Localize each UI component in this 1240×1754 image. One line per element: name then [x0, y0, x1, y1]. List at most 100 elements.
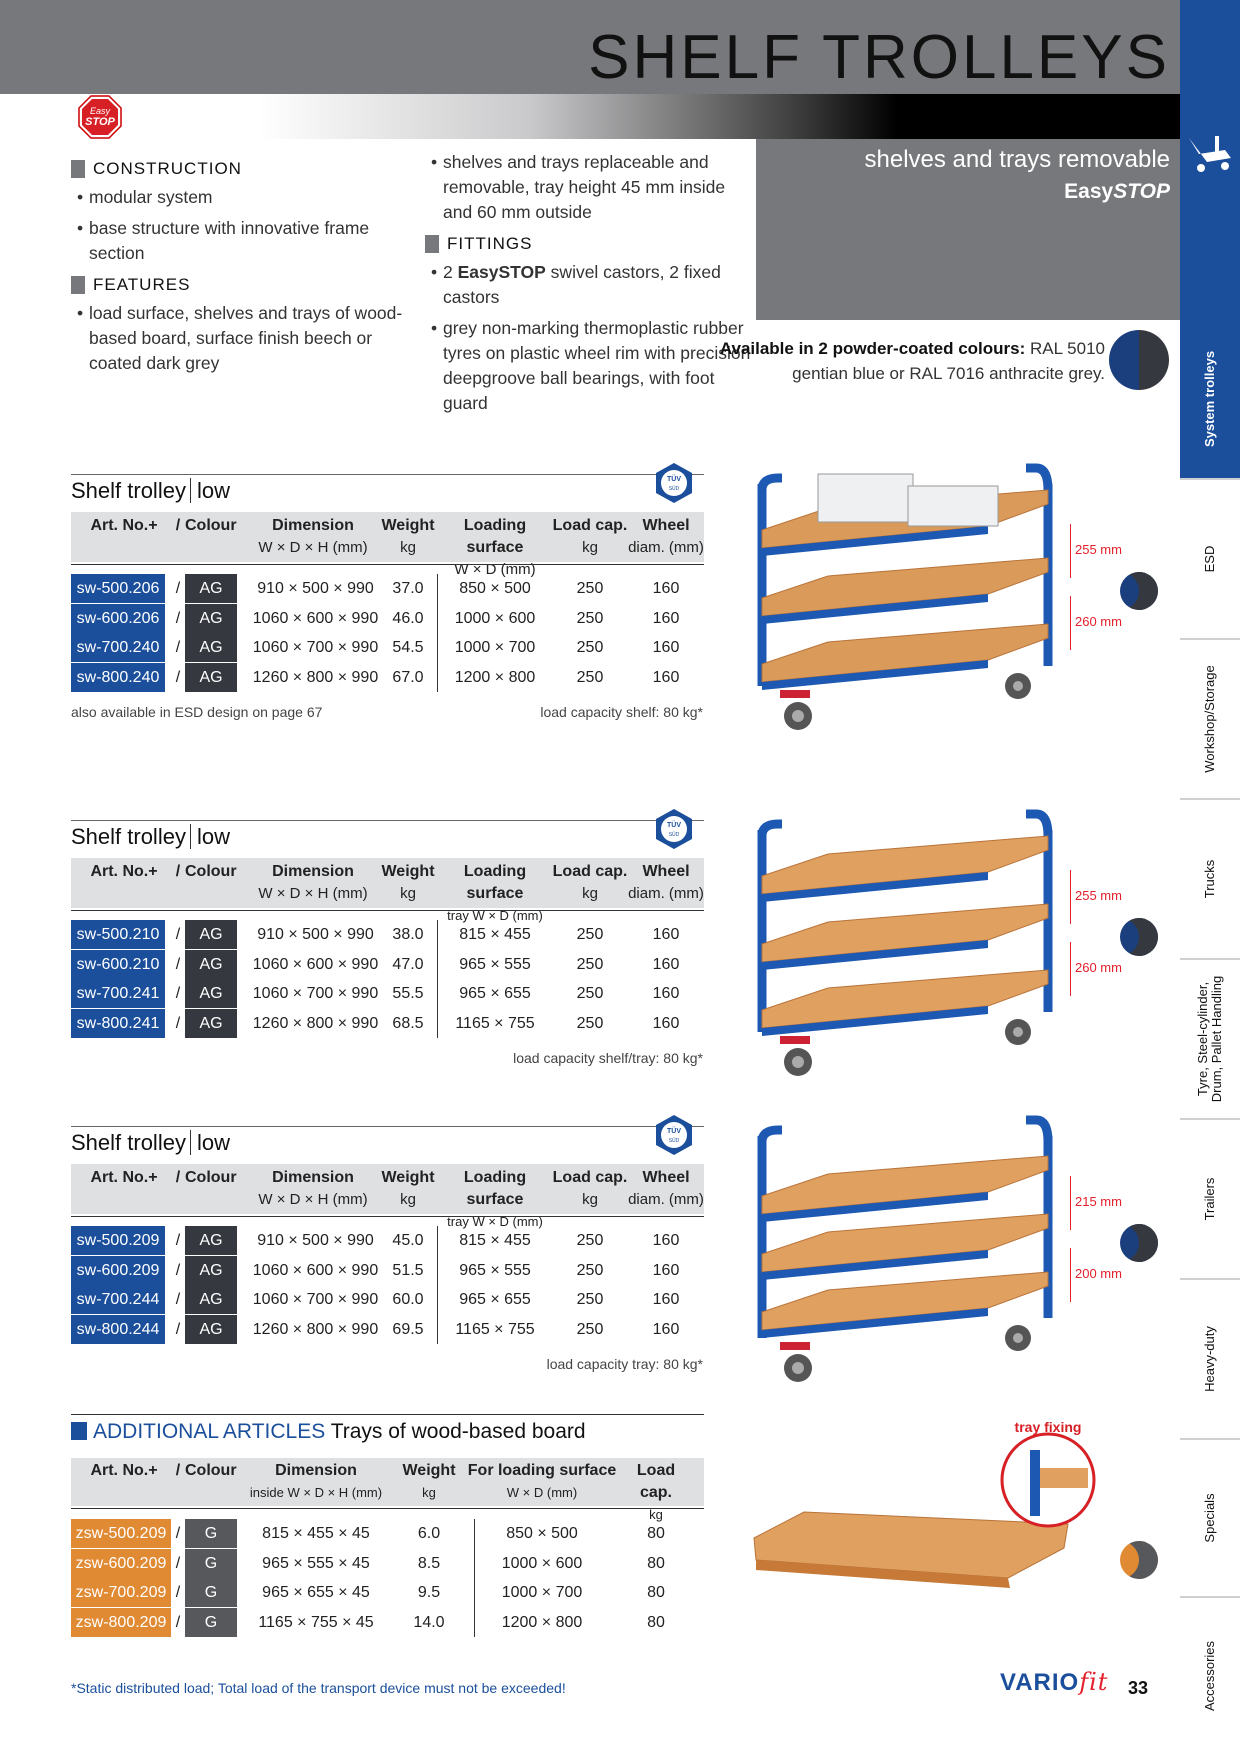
weight-cell: 51.5: [392, 1261, 424, 1279]
dimension-label: 255 mm: [1075, 888, 1122, 903]
dimension-arrow: [1070, 870, 1071, 924]
dimension-cell: 1060 × 700 × 990: [252, 1291, 379, 1308]
colour-swatch-icon: [1120, 1541, 1158, 1579]
addl-title: ADDITIONAL ARTICLES Trays of wood-based …: [71, 1420, 586, 1444]
load-cap-cell: 250: [576, 639, 604, 656]
load-cap-cell: 80: [647, 1554, 665, 1572]
colour-swatch-icon: [1120, 918, 1158, 956]
weight-cell: 60.0: [392, 1291, 424, 1308]
header-underline: [71, 1216, 704, 1217]
dimension-cell: 1260 × 800 × 990: [252, 1320, 379, 1338]
table-note-right: load capacity tray: 80 kg*: [546, 1356, 703, 1372]
svg-text:TÜV: TÜV: [667, 1126, 681, 1135]
svg-text:Easy: Easy: [90, 106, 111, 116]
wheel-cell: 160: [652, 580, 680, 597]
trolley-illustration: [757, 1115, 1053, 1382]
svg-text:SÜD: SÜD: [669, 1137, 680, 1144]
tuv-badge-icon: TÜV SÜD: [656, 1115, 692, 1155]
art-no-cell: sw-800.244: [71, 1314, 165, 1344]
dimension-cell: 1060 × 600 × 990: [252, 609, 379, 627]
wheel-cell: 160: [652, 1320, 680, 1338]
slash-cell: /: [175, 955, 181, 973]
art-no-cell: sw-500.209: [71, 1226, 165, 1255]
trolley-illustration: [757, 809, 1053, 1076]
art-no-cell: sw-800.241: [71, 1008, 165, 1038]
tab-trailers[interactable]: Trailers: [1180, 1118, 1240, 1278]
load-cap-cell: 250: [576, 1232, 604, 1249]
colour-cell: AG: [185, 1008, 237, 1038]
dimension-cell: 1260 × 800 × 990: [252, 1014, 379, 1032]
table-variant: low: [189, 824, 230, 849]
features-item: load surface, shelves and trays of wood-…: [71, 301, 411, 376]
weight-cell: 68.5: [392, 1014, 424, 1032]
svg-text:TÜV: TÜV: [667, 820, 681, 829]
tab-accessories[interactable]: Accessories: [1180, 1596, 1240, 1754]
tray-fixing-label: tray fixing: [1015, 1420, 1082, 1435]
construction-item: base structure with innovative frame sec…: [71, 216, 411, 266]
weight-cell: 37.0: [392, 580, 424, 597]
slash-cell: /: [175, 668, 181, 686]
load-cap-cell: 250: [576, 1291, 604, 1308]
table-header: [71, 512, 704, 562]
art-no-cell: sw-500.206: [71, 574, 165, 603]
wheel-cell: 160: [652, 1261, 680, 1279]
svg-text:SÜD: SÜD: [669, 831, 680, 838]
weight-cell: 45.0: [392, 1232, 424, 1249]
slash-cell: /: [175, 1613, 181, 1631]
table-title-text: Shelf trolley: [71, 478, 186, 503]
easystop-icon: Easy STOP: [78, 95, 122, 139]
tab-workshop-storage[interactable]: Workshop/Storage: [1180, 638, 1240, 798]
header-subtitle: shelves and trays removable: [864, 146, 1170, 173]
header-load-cap: Load cap.kg: [552, 517, 628, 556]
colour-cell: AG: [185, 633, 237, 662]
load-cap-cell: 80: [647, 1613, 665, 1631]
dimension-arrow: [1070, 1248, 1071, 1302]
tuv-badge-icon: TÜV SÜD: [656, 809, 692, 849]
wheel-cell: 160: [652, 926, 680, 943]
tab-esd[interactable]: ESD: [1180, 478, 1240, 638]
slash-cell: /: [175, 1320, 181, 1338]
slash-cell: /: [175, 1525, 181, 1542]
weight-cell: 55.5: [392, 985, 424, 1002]
load-cap-cell: 250: [576, 985, 604, 1002]
header-underline: [71, 910, 704, 911]
dimension-cell: 1060 × 600 × 990: [252, 1261, 379, 1279]
colour-cell: AG: [185, 979, 237, 1008]
tab-specials[interactable]: Specials: [1180, 1438, 1240, 1596]
table-header: [71, 1164, 704, 1214]
slash-cell: /: [175, 580, 181, 597]
dimension-cell: 965 × 555 × 45: [262, 1554, 370, 1572]
tab-trucks[interactable]: Trucks: [1180, 798, 1240, 958]
tab-tyre-cylinder-drum[interactable]: Tyre, Steel-cylinder, Drum, Pallet Handl…: [1180, 958, 1240, 1118]
dimension-arrow: [1070, 942, 1071, 996]
header-art-no: Art. No.+: [90, 517, 158, 534]
load-cap-cell: 250: [576, 1261, 604, 1279]
load-cap-cell: 250: [576, 668, 604, 686]
load-cap-cell: 250: [576, 580, 604, 597]
dimension-arrow: [1070, 1176, 1071, 1230]
colour-cell: AG: [185, 603, 237, 633]
wheel-cell: 160: [652, 609, 680, 627]
dimension-cell: 965 × 655 × 45: [262, 1584, 370, 1601]
table-header: [71, 858, 704, 908]
tab-heavy-duty[interactable]: Heavy-duty: [1180, 1278, 1240, 1438]
footer-note: *Static distributed load; Total load of …: [71, 1680, 566, 1696]
tab-system-trolleys[interactable]: System trolleys: [1180, 320, 1240, 478]
dimension-cell: 910 × 500 × 990: [257, 926, 374, 943]
wheel-cell: 160: [652, 639, 680, 656]
trolley-illustration: [757, 463, 1053, 730]
art-no-cell: sw-500.210: [71, 920, 165, 949]
art-no-cell: zsw-500.209: [71, 1519, 171, 1548]
removable-item: shelves and trays replaceable and remova…: [425, 150, 755, 225]
header-colour: Colour: [185, 1462, 237, 1479]
table-divider: [437, 574, 438, 692]
loading-surface-cell: 815 × 455: [459, 1232, 531, 1249]
